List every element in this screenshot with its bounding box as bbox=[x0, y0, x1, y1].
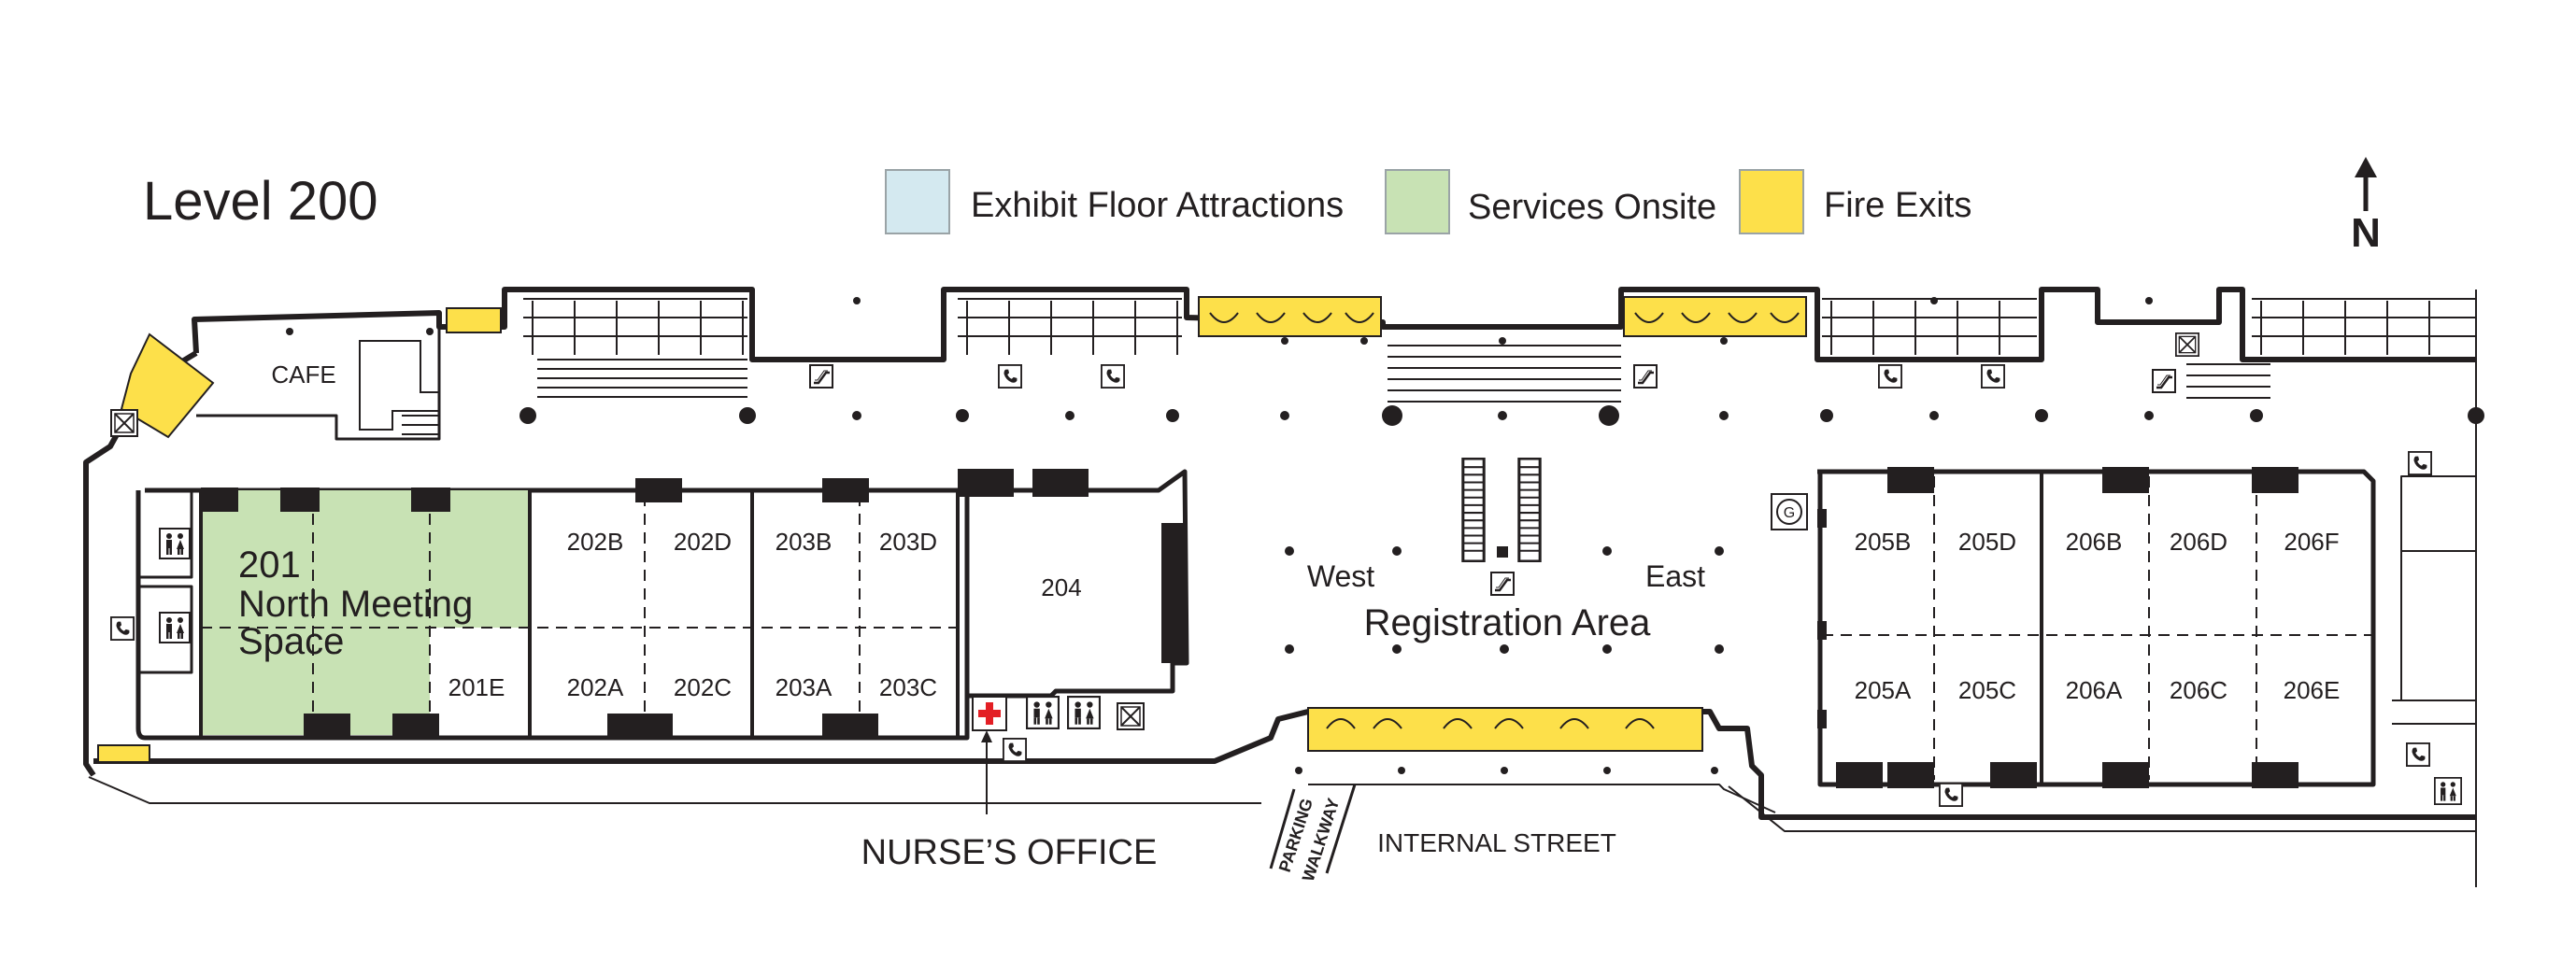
north-label: N bbox=[2351, 210, 2381, 256]
room-label: 205A bbox=[1855, 676, 1912, 704]
fire-exit-southwest bbox=[97, 744, 150, 763]
phone-icon bbox=[1981, 364, 2005, 389]
room-label: 205B bbox=[1855, 528, 1912, 556]
ramps bbox=[402, 345, 2270, 435]
legend-swatch-exhibit-attractions bbox=[885, 169, 950, 234]
first-aid-icon bbox=[972, 696, 1007, 731]
phone-icon bbox=[2406, 742, 2430, 767]
legend-label-exhibit-attractions: Exhibit Floor Attractions bbox=[971, 186, 1344, 225]
escalator-icon bbox=[2152, 369, 2176, 393]
legend-label-services-onsite: Services Onsite bbox=[1468, 188, 1716, 227]
room-label: 205D bbox=[1958, 528, 2016, 556]
fire-exit-north-1 bbox=[1198, 296, 1382, 337]
parking-walkway: PARKING WALKWAY bbox=[1269, 784, 1357, 883]
phone-icon bbox=[998, 364, 1022, 389]
elevator-icon bbox=[110, 409, 138, 437]
room-label: 203D bbox=[879, 528, 937, 556]
restroom-icon bbox=[1067, 696, 1101, 729]
fire-exit-cafe-north bbox=[446, 307, 502, 333]
room-label: 202B bbox=[567, 528, 624, 556]
room-label: 202D bbox=[674, 528, 732, 556]
room-dividers bbox=[201, 476, 2373, 780]
escalator-icon bbox=[1490, 572, 1515, 596]
restroom-icon bbox=[159, 528, 191, 559]
cafe-area: CAFE bbox=[271, 340, 440, 431]
fire-exit-north-2 bbox=[1623, 296, 1807, 337]
fire-exit-northwest bbox=[120, 332, 215, 439]
legend-swatch-fire-exits bbox=[1739, 169, 1804, 234]
columns bbox=[286, 297, 2484, 774]
room-label: 206C bbox=[2170, 676, 2227, 704]
legend-label-fire-exits: Fire Exits bbox=[1824, 186, 1971, 225]
fire-exit-door-arcs bbox=[1209, 312, 1800, 729]
room-label: 203B bbox=[776, 528, 833, 556]
fire-exits bbox=[97, 296, 1807, 763]
restroom-icon bbox=[1026, 696, 1060, 729]
room-label: 206E bbox=[2284, 676, 2341, 704]
phone-icon bbox=[1878, 364, 1902, 389]
room-label: 202C bbox=[674, 673, 732, 701]
registration-area-label: Registration Area bbox=[1364, 602, 1652, 643]
room-label-201e: 201E bbox=[448, 673, 505, 701]
legend: Exhibit Floor Attractions Services Onsit… bbox=[885, 169, 1971, 234]
room-201e bbox=[430, 628, 528, 735]
room-label: 206F bbox=[2284, 528, 2339, 556]
phone-icon bbox=[1003, 738, 1027, 762]
phone-icon bbox=[2408, 451, 2432, 475]
north-arrow-icon bbox=[2355, 157, 2377, 211]
phone-icon bbox=[110, 616, 135, 641]
room-label: 206D bbox=[2170, 528, 2227, 556]
restroom-icon bbox=[159, 612, 191, 643]
room-label: 203C bbox=[879, 673, 937, 701]
meeting-space-201-line2: Space bbox=[238, 621, 344, 662]
meeting-space-201-number: 201 bbox=[238, 544, 301, 586]
registration-escalators bbox=[1461, 458, 1542, 562]
meeting-space-201-line1: North Meeting bbox=[238, 584, 473, 625]
room-label: 205C bbox=[1958, 676, 2016, 704]
nurse-office-pointer bbox=[981, 730, 992, 814]
nurse-office-label: NURSE’S OFFICE bbox=[861, 833, 1158, 872]
map-title: Level 200 bbox=[143, 171, 378, 232]
room-walls bbox=[199, 472, 2043, 784]
escalator-icon bbox=[1633, 364, 1658, 389]
restroom-icon bbox=[2434, 777, 2462, 805]
room-label: 206B bbox=[2066, 528, 2123, 556]
room-label: 203A bbox=[776, 673, 833, 701]
elevator-icon bbox=[2175, 332, 2199, 357]
elevator-icon-g bbox=[1771, 493, 1808, 530]
phone-icon bbox=[1939, 783, 1963, 807]
room-label: 204 bbox=[1041, 573, 1081, 601]
legend-swatch-services-onsite bbox=[1385, 169, 1450, 234]
phone-icon bbox=[1101, 364, 1125, 389]
room-labels: 202B 202D 203B 203D 202A 202C 203A 203C … bbox=[567, 528, 2341, 704]
cafe-label: CAFE bbox=[271, 360, 335, 389]
room-label: 206A bbox=[2066, 676, 2123, 704]
fire-exit-registration-south bbox=[1307, 707, 1703, 752]
room-label: 202A bbox=[567, 673, 624, 701]
wall-blocks bbox=[201, 467, 2298, 788]
escalator-icon bbox=[809, 364, 833, 389]
internal-street-label: INTERNAL STREET bbox=[1377, 828, 1616, 857]
north-bays bbox=[523, 298, 2476, 355]
registration-west-label: West bbox=[1307, 559, 1374, 593]
registration-east-label: East bbox=[1645, 559, 1705, 593]
elevator-icon bbox=[1117, 702, 1145, 730]
building-walls bbox=[83, 287, 2477, 887]
